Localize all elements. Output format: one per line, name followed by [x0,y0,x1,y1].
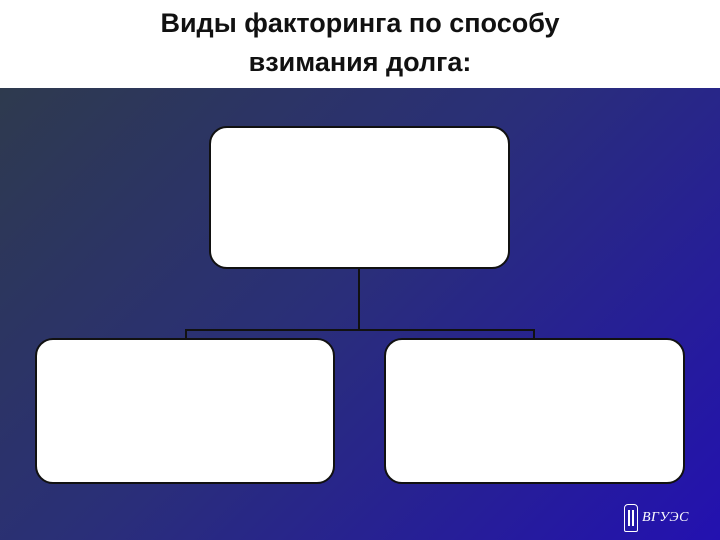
title-bar: Виды факторинга по способу взимания долг… [0,0,720,88]
diagram-node-root [209,126,510,269]
connector-root-down [358,269,360,330]
diagram-node-right-child [384,338,685,484]
connector-to-right-child [533,329,535,339]
connector-to-left-child [185,329,187,339]
connector-horizontal [185,329,535,331]
logo-emblem-icon [624,504,638,532]
university-logo: ВГУЭС [624,503,689,533]
logo-text: ВГУЭС [642,510,689,525]
diagram-node-left-child [35,338,335,484]
slide-title-line-1: Виды факторинга по способу [160,8,560,38]
slide-title-line-2: взимания долга: [248,47,472,77]
